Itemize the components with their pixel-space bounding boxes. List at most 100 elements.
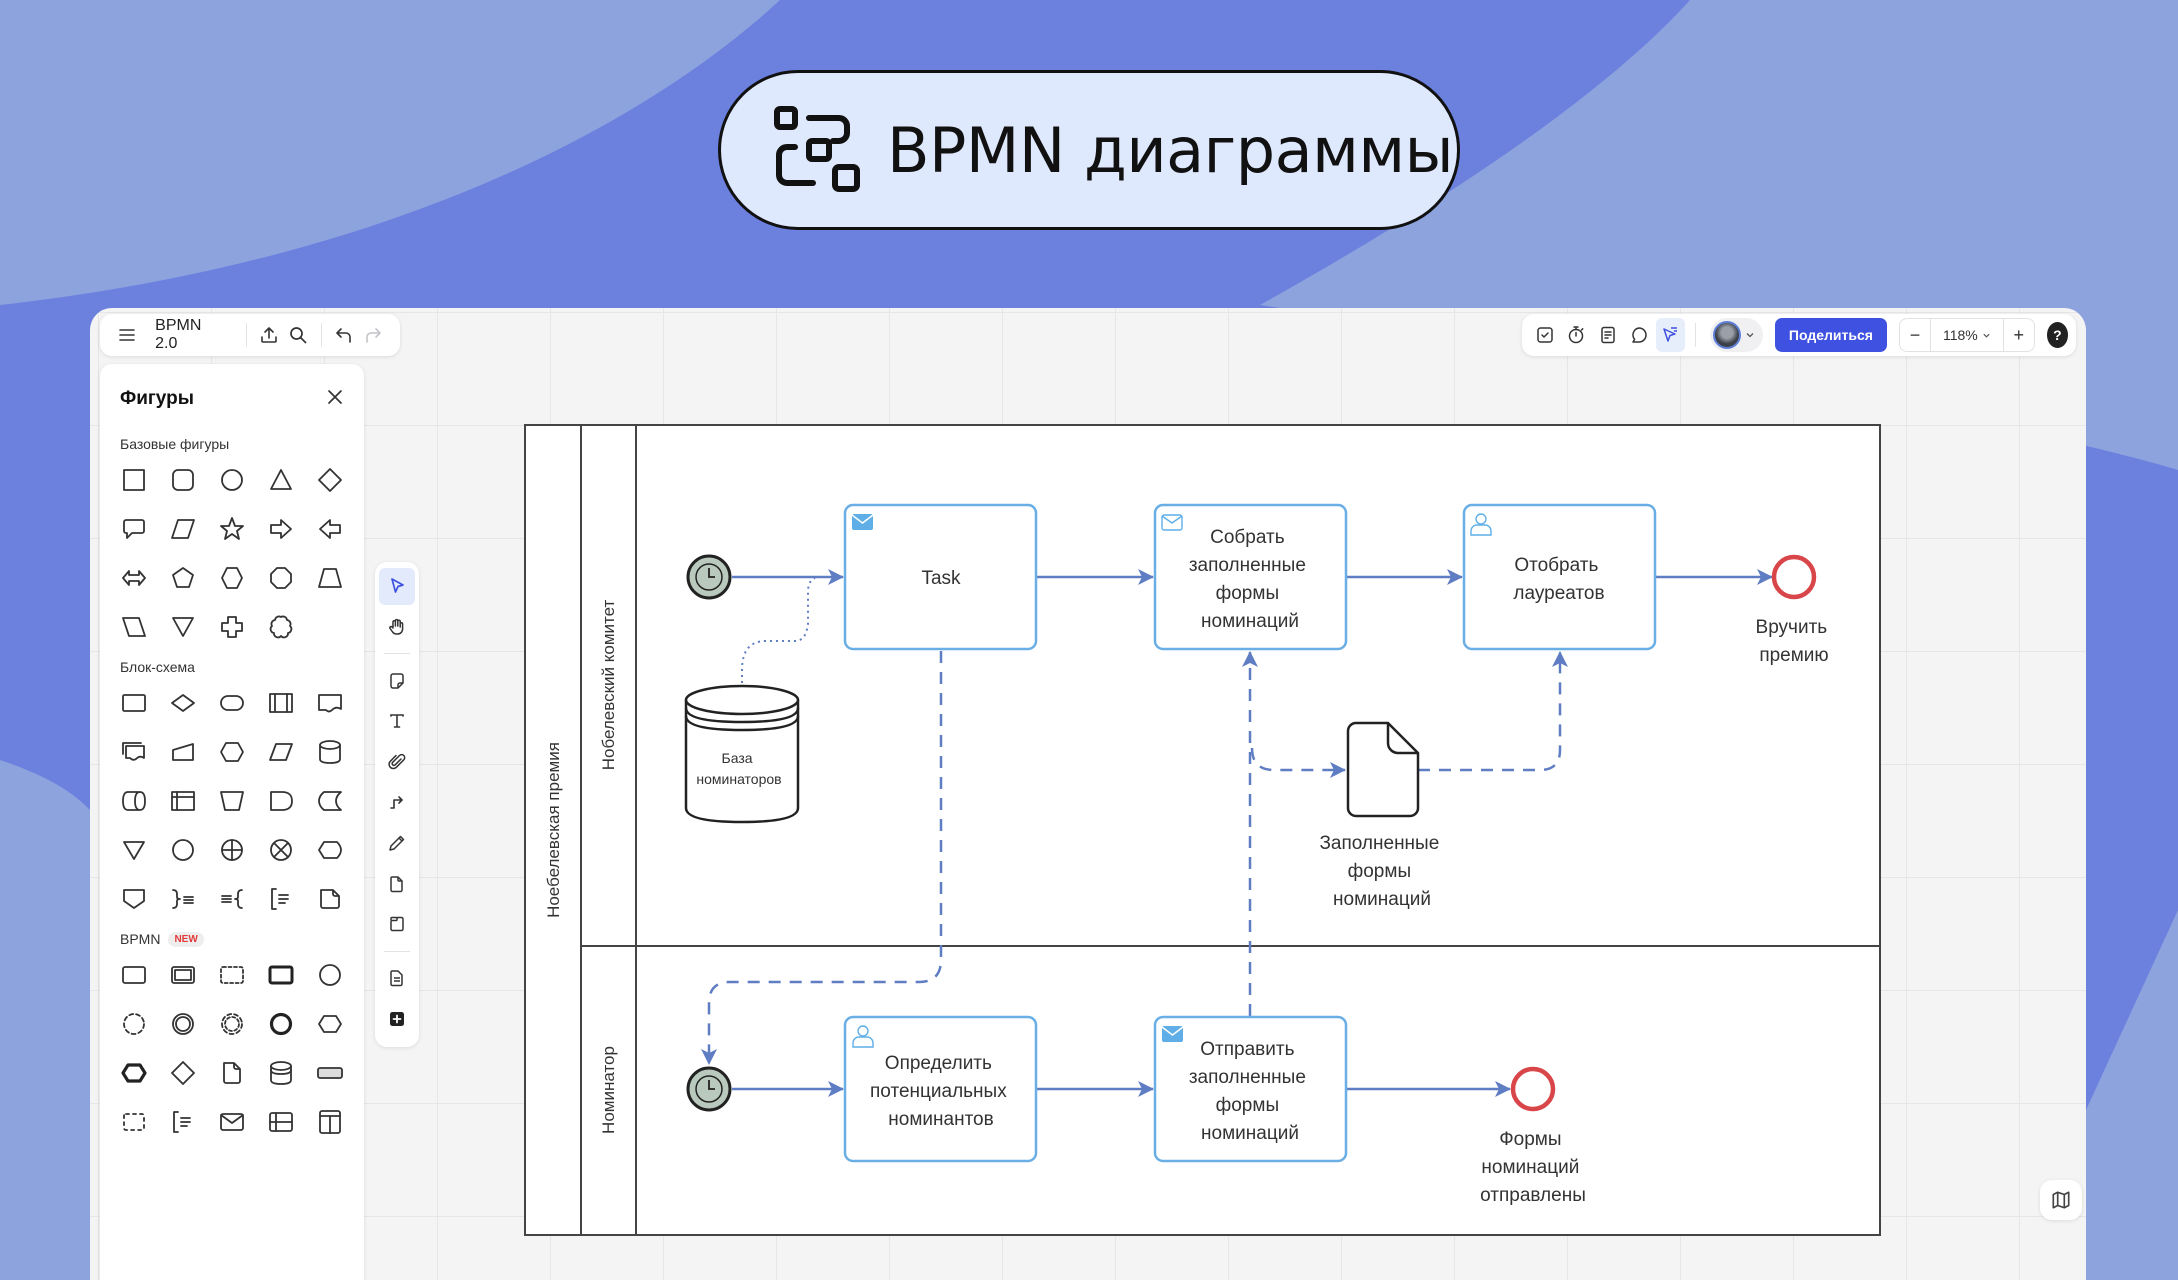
share-button[interactable]: Поделиться: [1774, 318, 1887, 352]
attachment-icon[interactable]: [379, 744, 415, 781]
add-icon[interactable]: [379, 1000, 415, 1037]
document-icon[interactable]: [379, 960, 415, 997]
pool-icon: [319, 1110, 341, 1134]
shape-octagon[interactable]: [267, 564, 295, 592]
shape-manual-operation[interactable]: [218, 787, 246, 815]
annotation-left-icon: [221, 889, 243, 909]
document-title[interactable]: BPMN 2.0: [155, 317, 202, 352]
connector-icon[interactable]: [379, 784, 415, 821]
shape-subprocess[interactable]: [169, 961, 197, 989]
shape-card[interactable]: [316, 885, 344, 913]
summing-junction-icon: [270, 839, 292, 861]
shape-off-page-connector[interactable]: [120, 885, 148, 913]
frame-icon[interactable]: [379, 906, 415, 943]
shape-direct-access-storage[interactable]: [120, 787, 148, 815]
shape-intermediate-event[interactable]: [169, 1010, 197, 1038]
shape-star[interactable]: [218, 515, 246, 543]
shape-multi-document[interactable]: [120, 738, 148, 766]
shape-parallelogram-reversed[interactable]: [120, 613, 148, 641]
shape-preparation[interactable]: [218, 738, 246, 766]
shape-trapezoid[interactable]: [316, 564, 344, 592]
gateway-icon: [171, 1061, 195, 1085]
shape-lane[interactable]: [267, 1108, 295, 1136]
shape-data-object[interactable]: [218, 1059, 246, 1087]
zoom-in-button[interactable]: +: [2013, 324, 2024, 345]
notes-icon[interactable]: [1593, 318, 1622, 352]
help-button[interactable]: ?: [2046, 322, 2068, 348]
sticky-note-icon[interactable]: [379, 662, 415, 699]
shape-cross[interactable]: [218, 613, 246, 641]
shape-hexagon[interactable]: [218, 564, 246, 592]
shape-call-activity[interactable]: [267, 961, 295, 989]
toolbar-divider: [384, 950, 410, 952]
checkbox-icon[interactable]: [1530, 318, 1559, 352]
shape-parallelogram[interactable]: [169, 515, 197, 543]
shape-intermediate-event-dashed[interactable]: [120, 1010, 148, 1038]
shape-arrow-right[interactable]: [267, 515, 295, 543]
hand-icon[interactable]: [379, 609, 415, 646]
shape-speech-bubble[interactable]: [120, 515, 148, 543]
shape-process[interactable]: [120, 689, 148, 717]
shape-merge[interactable]: [120, 836, 148, 864]
shape-terminator[interactable]: [218, 689, 246, 717]
shape-connector[interactable]: [169, 836, 197, 864]
shape-pentagon[interactable]: [169, 564, 197, 592]
shape-decision[interactable]: [169, 689, 197, 717]
zoom-level-dropdown[interactable]: 118%: [1929, 319, 2004, 351]
hamburger-icon[interactable]: [112, 319, 141, 351]
shape-delay[interactable]: [267, 787, 295, 815]
redo-icon[interactable]: [359, 319, 388, 351]
shape-end-event[interactable]: [267, 1010, 295, 1038]
shape-message-bar[interactable]: [316, 1059, 344, 1087]
shape-rounded-square[interactable]: [169, 466, 197, 494]
shape-summing-junction[interactable]: [267, 836, 295, 864]
shape-display[interactable]: [316, 836, 344, 864]
shape-conditional-hex[interactable]: [316, 1010, 344, 1038]
user-menu[interactable]: [1709, 318, 1763, 352]
shape-start-event[interactable]: [316, 961, 344, 989]
shape-bracket-note[interactable]: [267, 885, 295, 913]
shape-text-annotation[interactable]: [169, 1108, 197, 1136]
zoom-out-button[interactable]: −: [1909, 324, 1921, 345]
shape-manual-input[interactable]: [169, 738, 197, 766]
shape-double-arrow[interactable]: [120, 564, 148, 592]
shape-or[interactable]: [218, 836, 246, 864]
text-icon[interactable]: [379, 703, 415, 740]
shape-database[interactable]: [316, 738, 344, 766]
presentation-cursor-icon[interactable]: [1655, 318, 1686, 352]
page-icon[interactable]: [379, 865, 415, 902]
shape-pool[interactable]: [316, 1108, 344, 1136]
shape-task[interactable]: [120, 961, 148, 989]
shape-group[interactable]: [120, 1108, 148, 1136]
shape-stored-data[interactable]: [316, 787, 344, 815]
triangle-icon: [270, 469, 292, 490]
undo-icon[interactable]: [330, 319, 359, 351]
shape-event-based-hex[interactable]: [120, 1059, 148, 1087]
shape-data[interactable]: [267, 738, 295, 766]
shape-annotation-right[interactable]: [169, 885, 197, 913]
shape-data-store[interactable]: [267, 1059, 295, 1087]
shape-triangle-down[interactable]: [169, 613, 197, 641]
shape-diamond[interactable]: [316, 466, 344, 494]
timer-icon[interactable]: [1561, 318, 1590, 352]
shape-message[interactable]: [218, 1108, 246, 1136]
shape-arrow-left[interactable]: [316, 515, 344, 543]
close-icon[interactable]: [326, 386, 344, 412]
shape-circle[interactable]: [218, 466, 246, 494]
shape-internal-storage[interactable]: [169, 787, 197, 815]
shape-cloud[interactable]: [267, 613, 295, 641]
shape-transaction-dashed[interactable]: [218, 961, 246, 989]
shape-annotation-left[interactable]: [218, 885, 246, 913]
shape-triangle[interactable]: [267, 466, 295, 494]
pen-icon[interactable]: [379, 825, 415, 862]
shape-predefined-process[interactable]: [267, 689, 295, 717]
select-cursor-icon[interactable]: [379, 568, 415, 605]
shape-intermediate-event-double-dashed[interactable]: [218, 1010, 246, 1038]
minimap-button[interactable]: [2040, 1180, 2082, 1220]
comment-icon[interactable]: [1624, 318, 1653, 352]
shape-gateway[interactable]: [169, 1059, 197, 1087]
upload-icon[interactable]: [254, 319, 283, 351]
shape-square[interactable]: [120, 466, 148, 494]
shape-document[interactable]: [316, 689, 344, 717]
search-icon[interactable]: [284, 319, 313, 351]
